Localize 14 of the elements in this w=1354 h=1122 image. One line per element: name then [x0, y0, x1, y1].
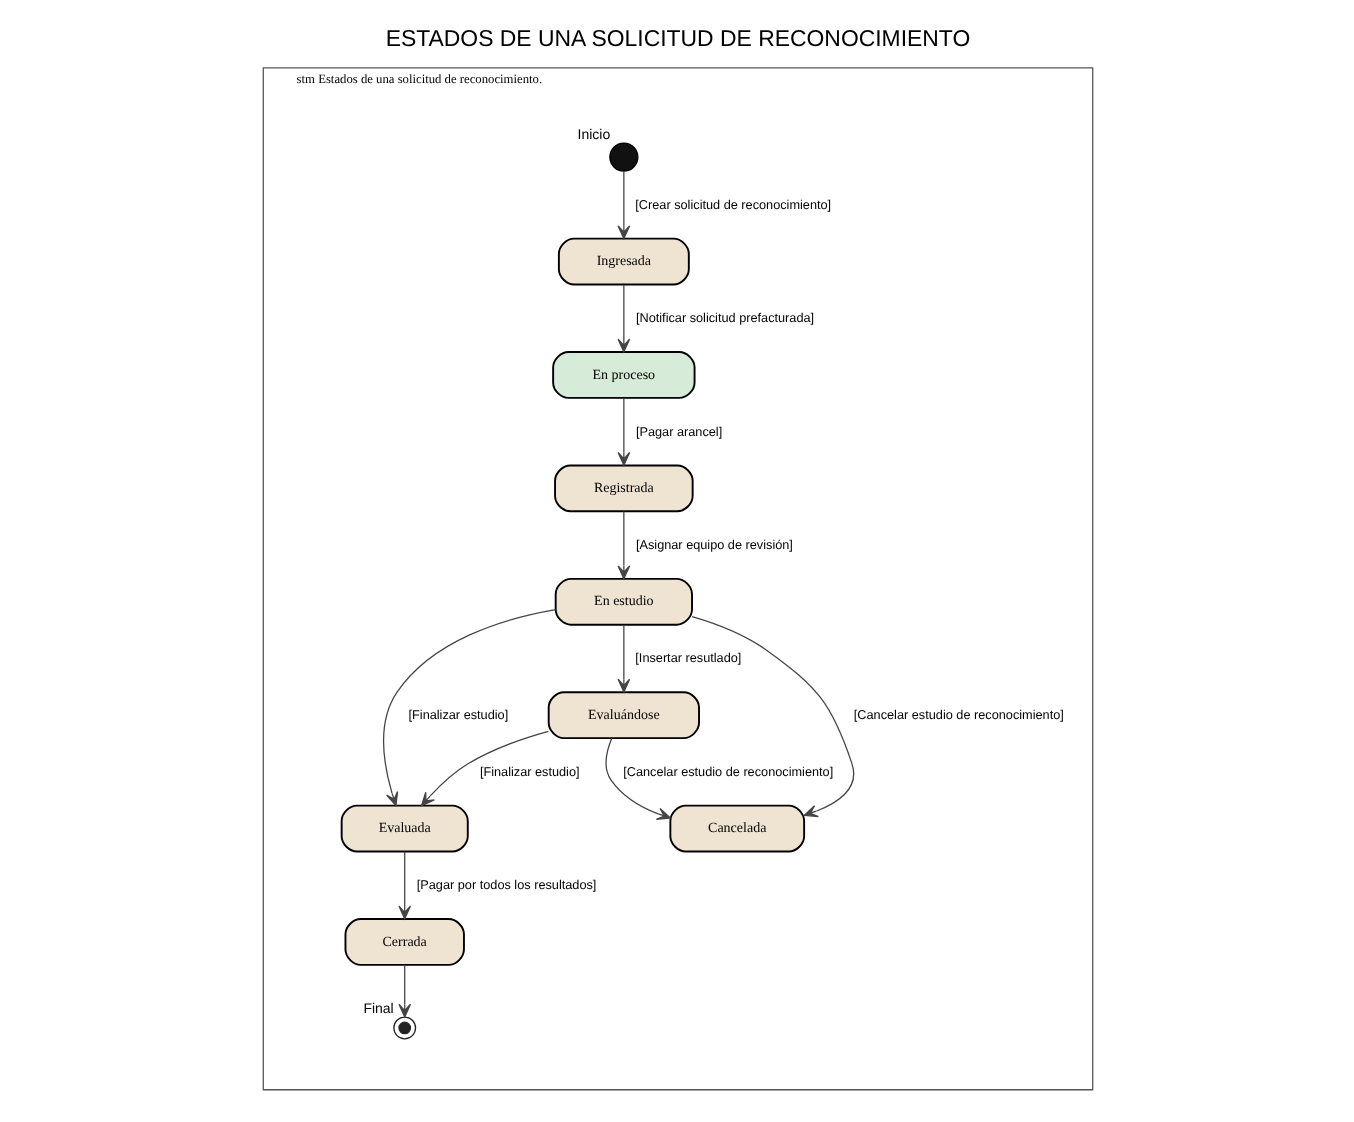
arrow [616, 397, 630, 466]
arrow [397, 851, 411, 920]
node-circle [392, 1016, 416, 1040]
arrow [690, 615, 854, 818]
arrow [616, 624, 630, 693]
arrow [382, 609, 556, 807]
arrow [616, 284, 630, 353]
diagram-title: ESTADOS DE UNA SOLICITUD DE RECONOCIMIENTO [384, 27, 970, 52]
arrow [397, 964, 411, 1018]
arrow [419, 730, 548, 807]
arrow [616, 170, 630, 240]
arrow [616, 510, 630, 580]
node-circle [608, 142, 638, 172]
arrow [604, 737, 670, 820]
